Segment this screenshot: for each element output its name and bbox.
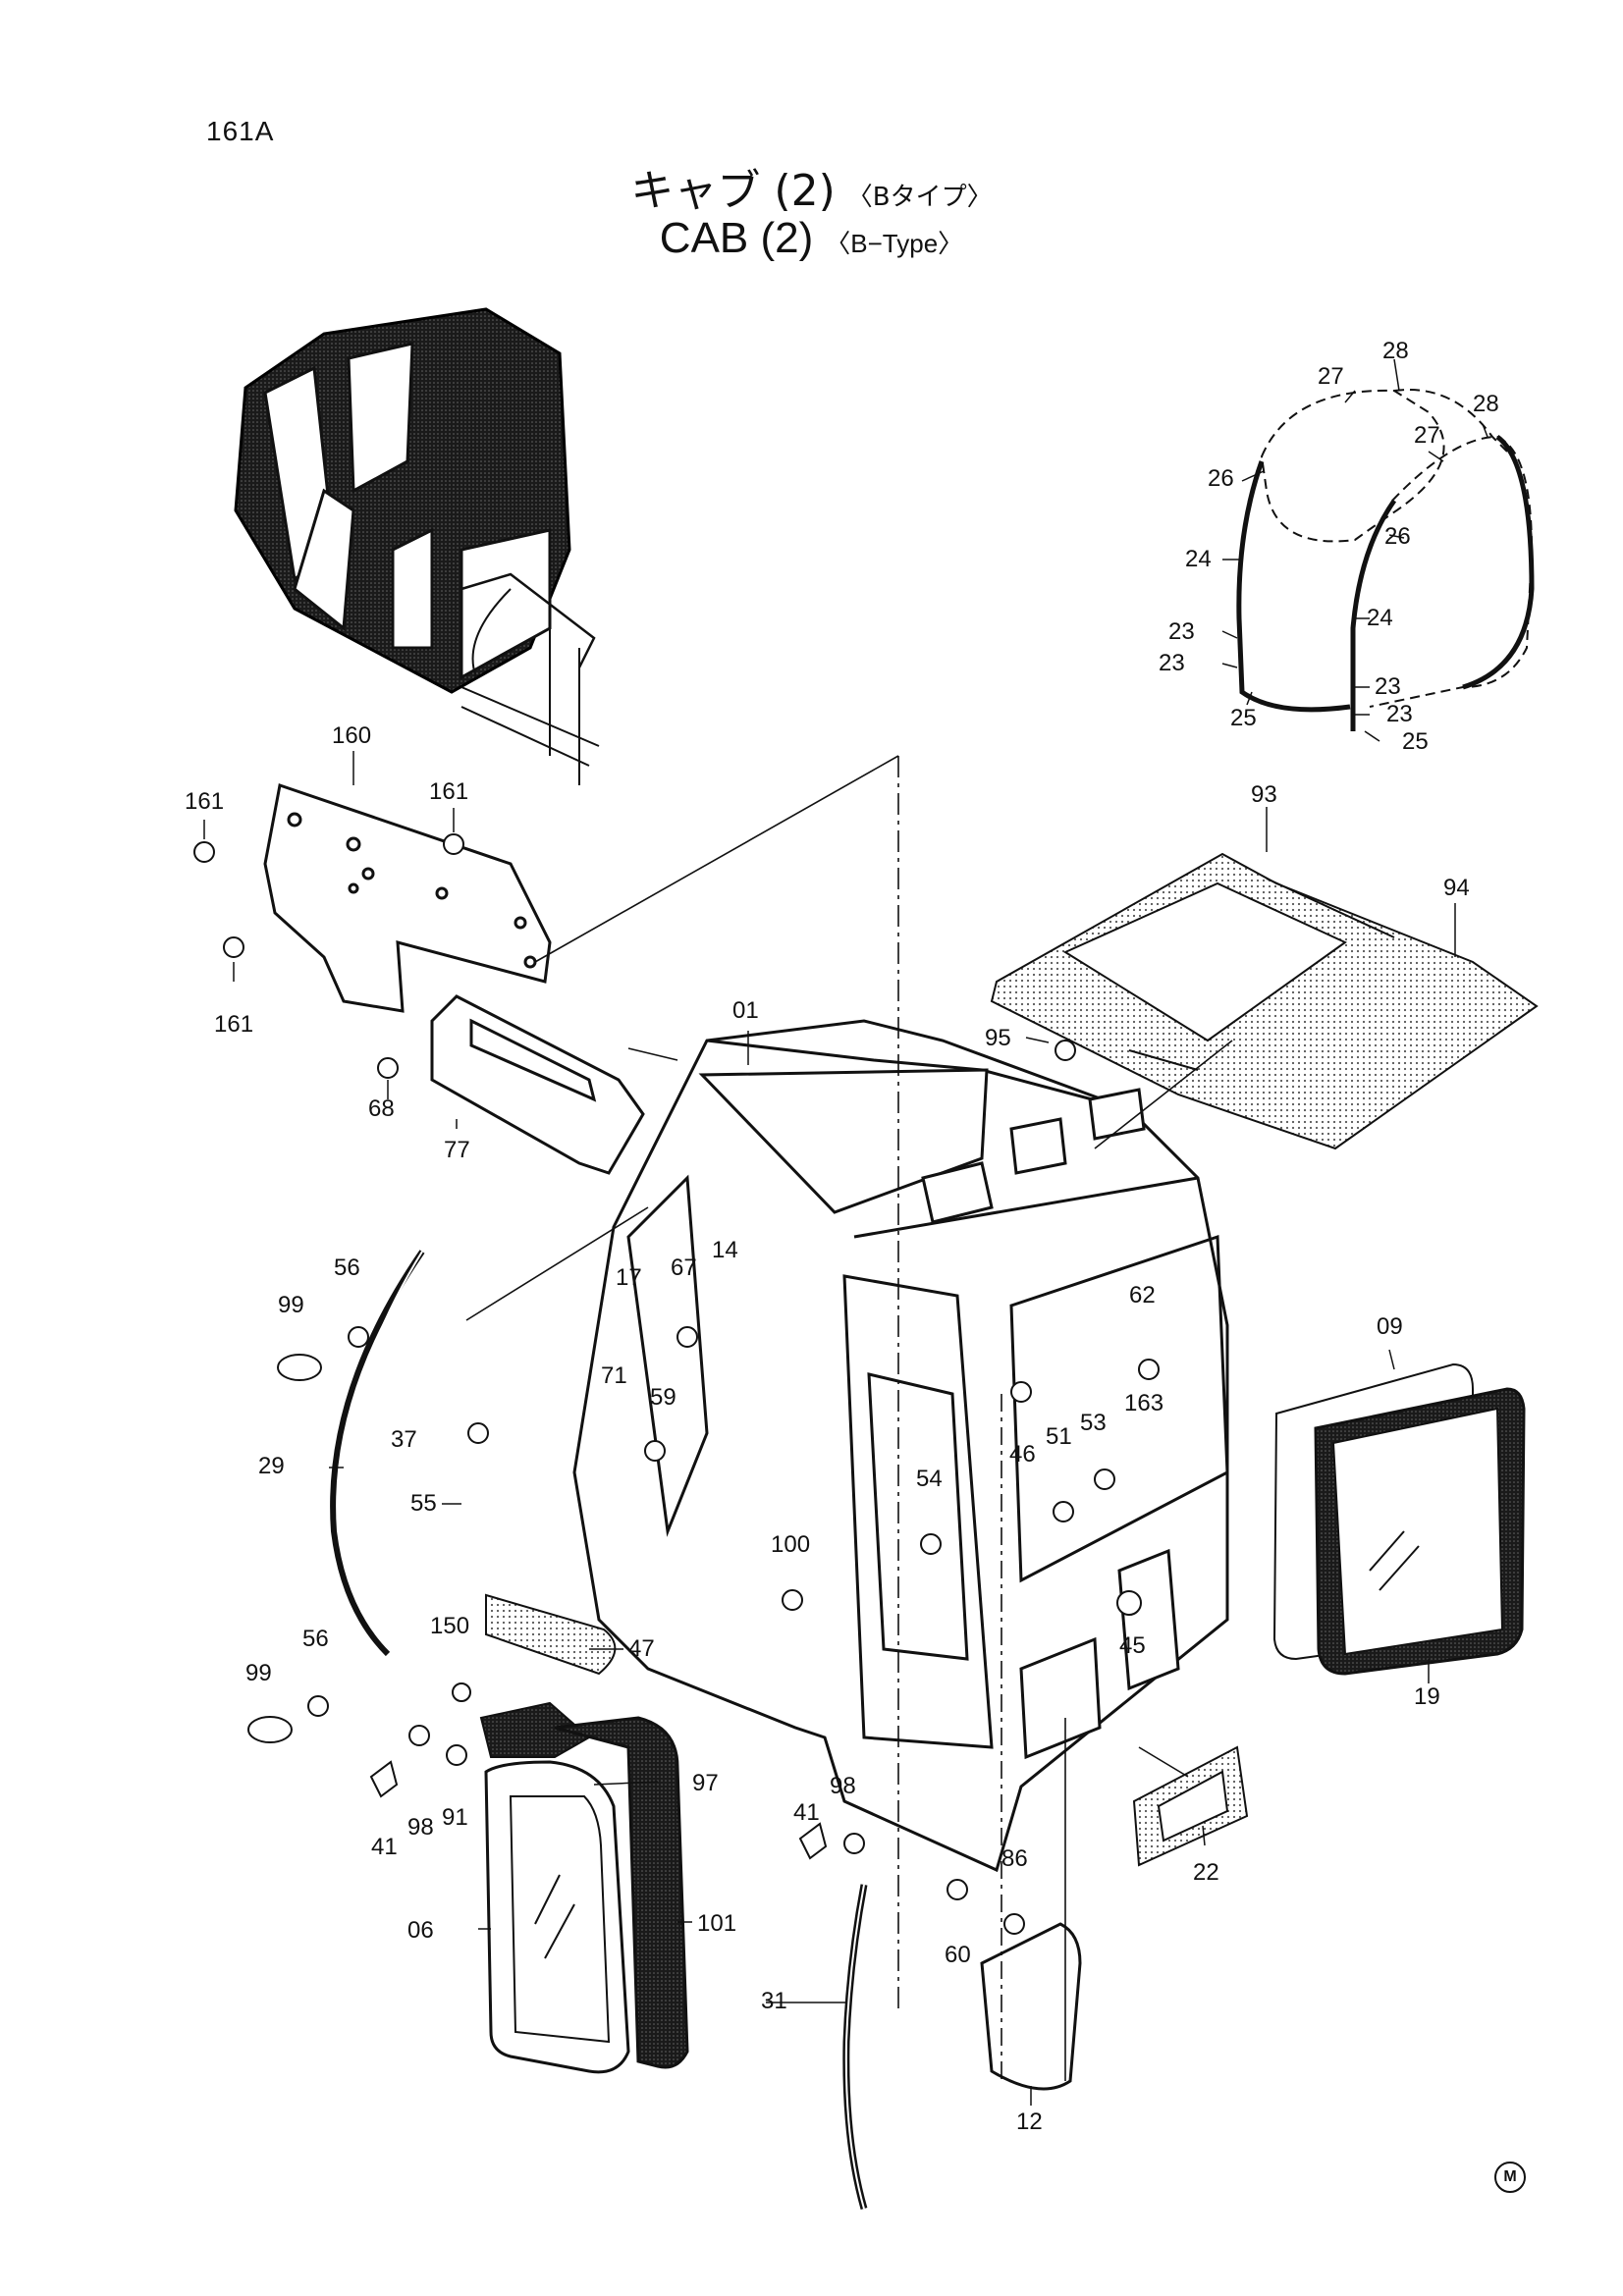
callout-47: 47 <box>628 1635 655 1662</box>
callout-59: 59 <box>650 1384 676 1411</box>
callout-31: 31 <box>761 1988 787 2014</box>
callout-09: 09 <box>1377 1313 1403 1340</box>
callout-27: 27 <box>1414 422 1440 449</box>
side-window <box>1272 1362 1526 1676</box>
glass-seal-set <box>1236 389 1535 731</box>
handrail-lower-inner <box>844 1884 865 2210</box>
callout-97: 97 <box>692 1770 719 1796</box>
page-code: 161A <box>206 116 275 146</box>
callout-91: 91 <box>442 1804 468 1831</box>
callout-28: 28 <box>1473 391 1499 417</box>
callout-67: 67 <box>671 1255 697 1281</box>
callout-160: 160 <box>332 722 372 749</box>
title-english: CAB (2) 〈B−Type〉 <box>0 214 1623 263</box>
callout-54: 54 <box>916 1466 943 1492</box>
callout-46: 46 <box>1009 1441 1036 1468</box>
cab-body <box>572 1019 1229 1873</box>
title-jp-subtype: 〈Bタイプ〉 <box>846 183 993 212</box>
callout-161: 161 <box>214 1011 254 1038</box>
title-en-main: CAB (2) <box>659 214 814 262</box>
callout-leaders <box>203 358 1488 2106</box>
rubber-caps <box>247 1354 828 1860</box>
callout-41: 41 <box>371 1834 398 1860</box>
callout-60: 60 <box>945 1942 971 1968</box>
callout-94: 94 <box>1443 875 1470 901</box>
callout-41: 41 <box>793 1799 820 1826</box>
callout-100: 100 <box>771 1531 811 1558</box>
callout-68: 68 <box>368 1095 395 1122</box>
callout-19: 19 <box>1414 1683 1440 1710</box>
callout-37: 37 <box>391 1426 417 1453</box>
callout-150: 150 <box>430 1613 470 1639</box>
callout-06: 06 <box>407 1917 434 1944</box>
fasteners <box>193 833 1160 1935</box>
callout-86: 86 <box>1001 1845 1028 1872</box>
callout-56: 56 <box>334 1255 360 1281</box>
callout-163: 163 <box>1124 1390 1164 1416</box>
access-cover <box>980 1922 1082 2091</box>
callout-23: 23 <box>1168 618 1195 645</box>
callout-99: 99 <box>245 1660 272 1686</box>
callout-99: 99 <box>278 1292 304 1318</box>
callout-26: 26 <box>1208 465 1234 492</box>
callout-98: 98 <box>830 1773 856 1799</box>
callout-23: 23 <box>1375 673 1401 700</box>
callout-77: 77 <box>444 1137 470 1163</box>
title-jp-main: キャブ (2) <box>630 166 836 216</box>
title-en-subtype: 〈B−Type〉 <box>825 229 964 258</box>
roof-panel <box>990 852 1539 1150</box>
callout-29: 29 <box>258 1453 285 1479</box>
handrail-left <box>330 1250 425 1657</box>
cover-plate-small <box>485 1593 617 1676</box>
callout-95: 95 <box>985 1025 1011 1051</box>
callout-25: 25 <box>1402 728 1429 755</box>
callout-62: 62 <box>1129 1282 1156 1308</box>
callout-27: 27 <box>1318 363 1344 390</box>
cab-frame-thumbnail <box>234 307 600 785</box>
callout-12: 12 <box>1016 2109 1043 2135</box>
callout-45: 45 <box>1119 1632 1146 1659</box>
callout-56: 56 <box>302 1626 329 1652</box>
callout-93: 93 <box>1251 781 1277 808</box>
manufacturer-mark: M <box>1494 2162 1526 2193</box>
callout-53: 53 <box>1080 1410 1107 1436</box>
callout-55: 55 <box>410 1490 437 1517</box>
callout-26: 26 <box>1384 523 1411 550</box>
callout-161: 161 <box>429 778 469 805</box>
callout-98: 98 <box>407 1814 434 1841</box>
callout-51: 51 <box>1046 1423 1072 1450</box>
callout-161: 161 <box>185 788 225 815</box>
callout-71: 71 <box>601 1362 627 1389</box>
callout-22: 22 <box>1193 1859 1219 1886</box>
callout-28: 28 <box>1382 338 1409 364</box>
door-window <box>479 1701 689 2074</box>
callout-23: 23 <box>1386 701 1413 727</box>
cover-plate <box>263 783 552 1013</box>
callout-14: 14 <box>712 1237 738 1263</box>
callout-23: 23 <box>1159 650 1185 676</box>
callout-25: 25 <box>1230 705 1257 731</box>
callout-101: 101 <box>697 1910 737 1937</box>
callout-24: 24 <box>1185 546 1212 572</box>
air-duct <box>430 994 645 1175</box>
leader-lines <box>465 755 1233 2081</box>
handrail-left-inner <box>343 1251 423 1650</box>
callout-24: 24 <box>1367 605 1393 631</box>
callout-17: 17 <box>616 1264 642 1291</box>
callout-01: 01 <box>732 997 759 1024</box>
title-japanese: キャブ (2) 〈Bタイプ〉 <box>0 155 1623 218</box>
